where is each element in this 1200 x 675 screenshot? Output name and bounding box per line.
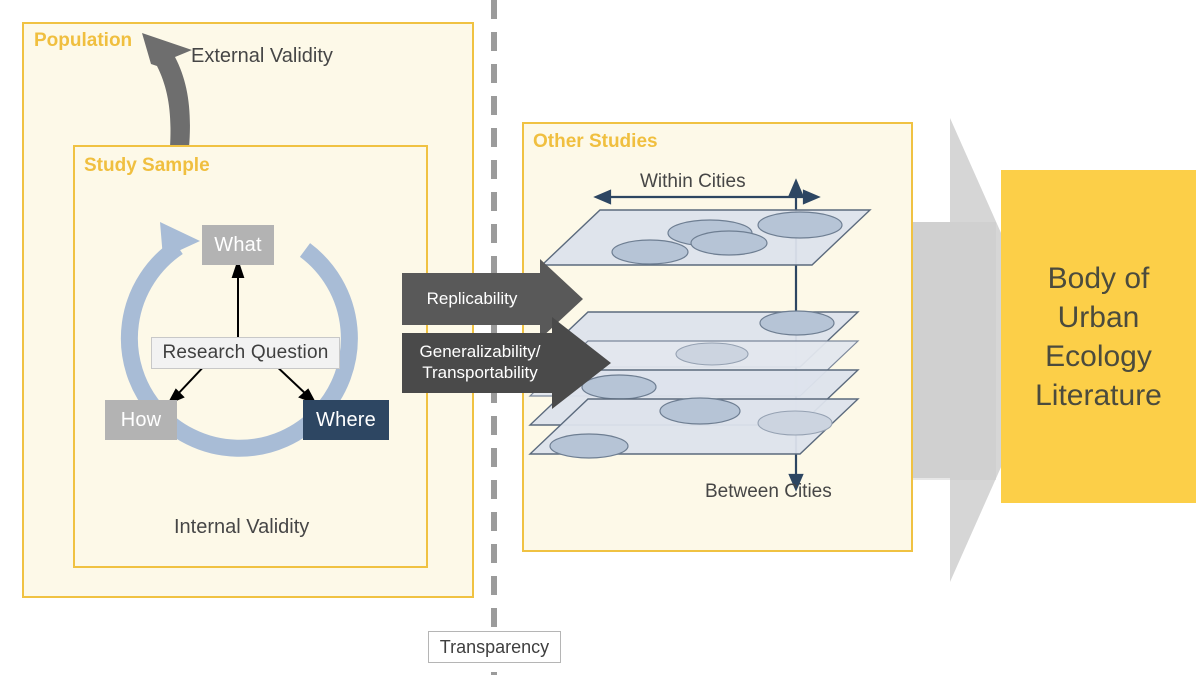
research-cycle-arrow-icon [120, 239, 358, 457]
cycle-node-how[interactable]: How [105, 400, 177, 440]
city-plane-1 [540, 209, 872, 266]
transparency-badge[interactable]: Transparency [428, 631, 561, 663]
cycle-node-how-label: How [120, 408, 162, 431]
population-panel-label: Population [34, 30, 133, 51]
cycle-node-what[interactable]: What [202, 225, 274, 265]
study-sample-panel-label: Study Sample [84, 155, 210, 176]
external-validity-arrow-icon [142, 33, 192, 148]
research-question-label: Research Question [162, 342, 329, 363]
replicability-arrow-icon [402, 259, 583, 339]
research-cycle-arrowhead-icon [160, 222, 200, 258]
internal-validity-label: Internal Validity [174, 516, 310, 538]
external-validity-label: External Validity [191, 45, 333, 67]
research-question-box[interactable]: Research Question [151, 337, 340, 369]
within-cities-label: Within Cities [640, 171, 746, 192]
other-studies-panel-label: Other Studies [533, 131, 658, 152]
cycle-node-where-label: Where [316, 408, 376, 431]
generalizability-arrow-icon [402, 317, 611, 409]
between-cities-label: Between Cities [705, 481, 832, 502]
cycle-node-where[interactable]: Where [303, 400, 389, 440]
outcome-box-label: Body of Urban Ecology Literature [1035, 261, 1162, 412]
within-cities-axis-icon [593, 189, 821, 205]
cycle-node-what-label: What [214, 233, 262, 256]
transparency-badge-label: Transparency [439, 636, 550, 657]
city-plane-5 [528, 397, 860, 459]
outcome-box[interactable]: Body of Urban Ecology Literature [1001, 170, 1196, 503]
